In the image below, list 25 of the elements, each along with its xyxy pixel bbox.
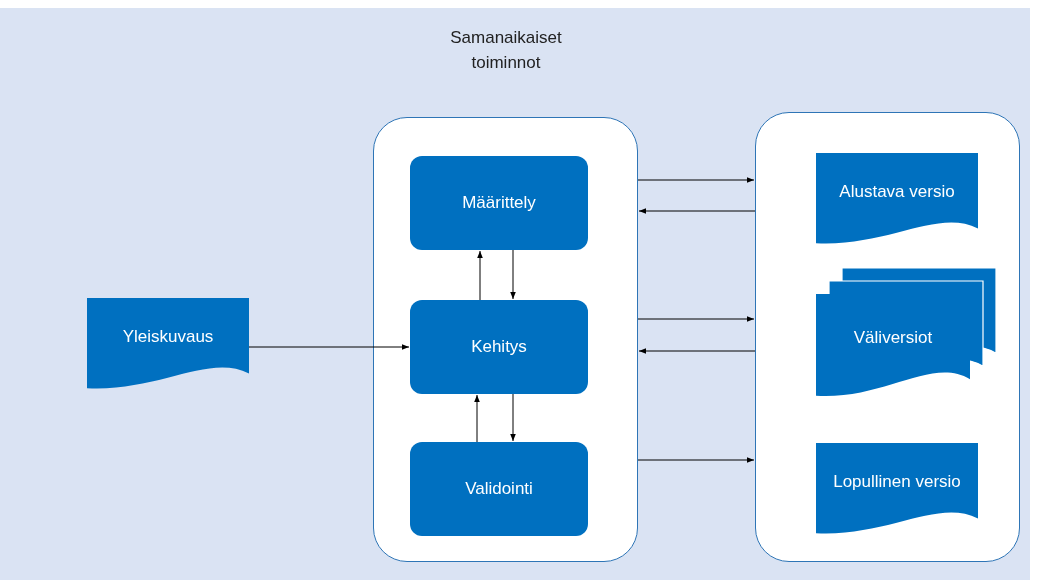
document-label: Väliversiot: [852, 327, 934, 350]
process-box: [410, 300, 588, 394]
process-label: Validointi: [465, 479, 533, 499]
arrow: [474, 394, 480, 443]
arrow: [638, 348, 756, 354]
document-label: Lopullinen versio: [832, 471, 962, 494]
group-container: [755, 112, 1020, 562]
arrow: [510, 249, 516, 300]
arrow: [637, 457, 755, 463]
document-label: Yleiskuvaus: [121, 326, 215, 349]
arrow: [477, 250, 483, 301]
document-shape: [816, 443, 978, 535]
process-box: [410, 442, 588, 536]
arrow: [638, 208, 756, 214]
document-label: Alustava versio: [838, 181, 956, 204]
document-shape: [87, 298, 249, 390]
process-box: [410, 156, 588, 250]
arrow: [637, 316, 755, 322]
process-label: Kehitys: [471, 337, 527, 357]
arrow: [248, 344, 410, 350]
document-shape: [816, 153, 978, 245]
group-title: Samanaikaiset toiminnot: [449, 27, 563, 74]
process-label: Määrittely: [462, 193, 536, 213]
arrow: [510, 393, 516, 442]
arrow: [637, 177, 755, 183]
